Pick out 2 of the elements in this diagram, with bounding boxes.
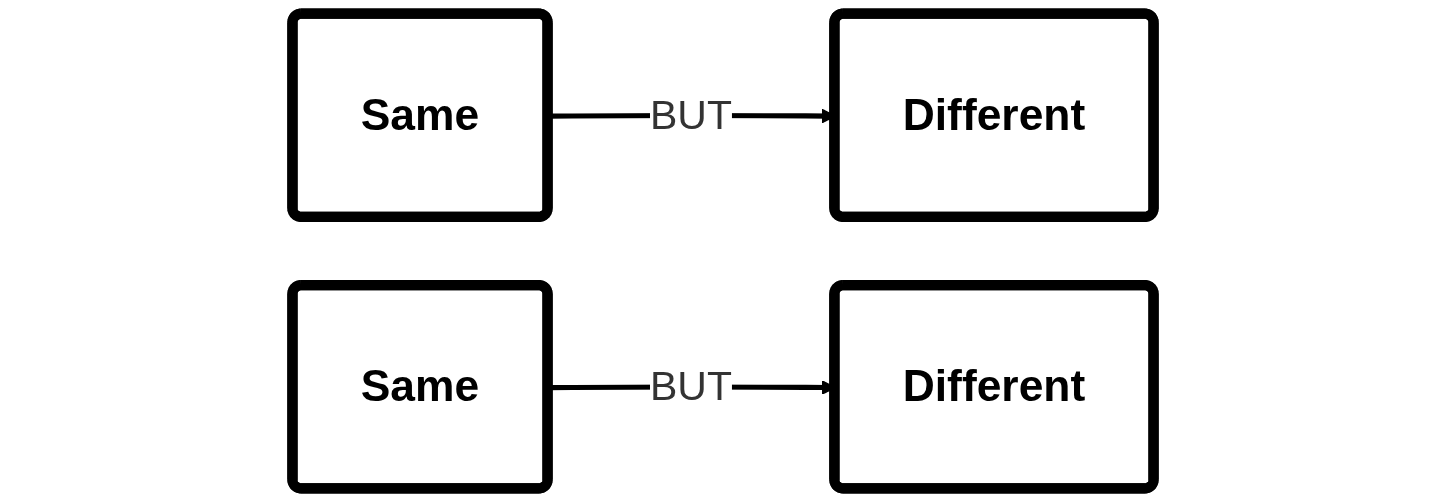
edge-label: BUT xyxy=(649,91,732,138)
edge-label: BUT xyxy=(649,362,732,409)
